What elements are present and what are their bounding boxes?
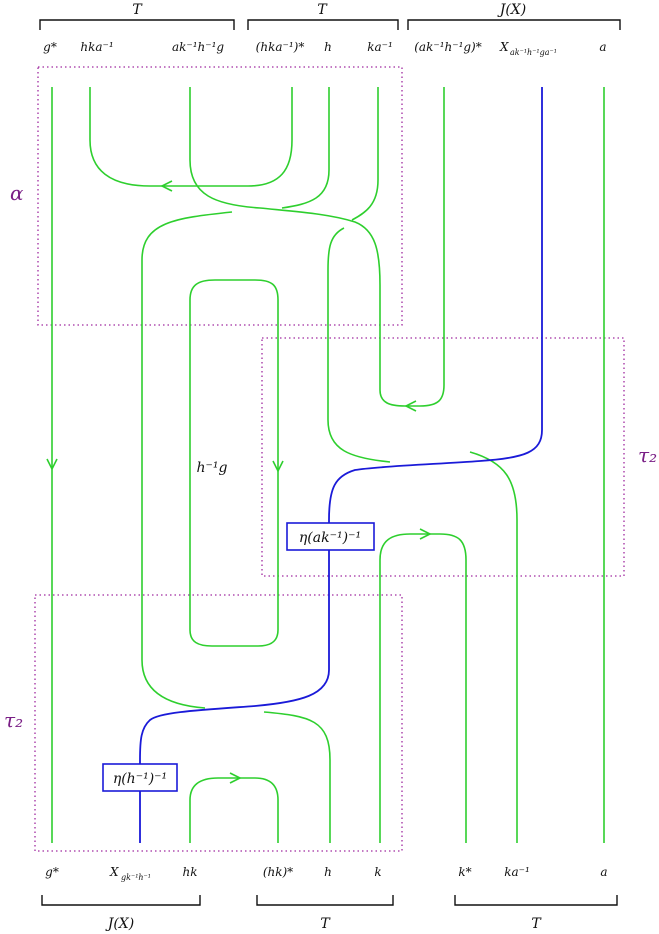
top-brace-t1 <box>39 19 235 30</box>
bottom-brace-label-t2: T <box>531 916 542 932</box>
arrow-alpha-cup <box>160 180 173 192</box>
region-label-tau2-right: τ₂ <box>638 443 657 467</box>
bottom-label-x-sub: gk⁻¹h⁻¹ <box>121 873 151 882</box>
wire-inner-loop <box>189 279 279 647</box>
wire-right-strand <box>327 227 391 463</box>
top-brace-label-t2: T <box>317 2 328 18</box>
bottom-brace-jx <box>41 895 201 906</box>
top-label-hka-inv: hka⁻¹ <box>80 40 113 54</box>
eta-box-top-rect <box>286 522 375 551</box>
top-label-h: h <box>324 40 332 54</box>
top-label-a: a <box>599 40 606 54</box>
eta-box-bottom: η(h⁻¹)⁻¹ <box>102 763 178 792</box>
alpha-frame <box>37 66 403 326</box>
top-label-g-star: g* <box>43 40 57 54</box>
green-wires <box>51 87 605 843</box>
top-brace-label-jx: J(X) <box>497 2 527 18</box>
bottom-label-a: a <box>600 865 607 879</box>
bottom-label-h: h <box>324 865 332 879</box>
top-label-hka-inv-star: (hka⁻¹)* <box>256 40 305 54</box>
middle-label-h-inv-g: h⁻¹g <box>197 460 228 476</box>
region-label-tau2-left: τ₂ <box>4 708 23 732</box>
bottom-label-ka-inv: ka⁻¹ <box>504 865 530 879</box>
top-label-ka-inv: ka⁻¹ <box>367 40 393 54</box>
bottom-labels: g* X gk⁻¹h⁻¹ hk (hk)* h k k* ka⁻¹ a <box>45 865 607 882</box>
bottom-brace-label-t1: T <box>320 916 331 932</box>
bottom-label-hk: hk <box>183 865 198 879</box>
bottom-label-x-main: X <box>109 865 119 879</box>
top-brace-t2 <box>247 19 399 30</box>
eta-box-top-label: η(ak⁻¹)⁻¹ <box>299 530 361 546</box>
wire-akhg-cross <box>189 87 445 407</box>
wire-lower-cross <box>263 711 331 843</box>
bottom-label-k-star: k* <box>458 865 471 879</box>
eta-box-bottom-label: η(h⁻¹)⁻¹ <box>113 771 167 787</box>
top-labels: g* hka⁻¹ ak⁻¹h⁻¹g (hka⁻¹)* h ka⁻¹ (ak⁻¹h… <box>43 40 606 57</box>
bottom-braces: J(X) T T <box>41 895 618 932</box>
tau2-left-frame <box>34 594 403 852</box>
wire-bottom-cap <box>189 777 279 843</box>
arrow-inner-loop-down <box>272 460 284 473</box>
eta-box-top: η(ak⁻¹)⁻¹ <box>286 522 375 551</box>
arrow-right-cap <box>419 528 432 540</box>
x-wire-upper <box>139 87 543 843</box>
top-braces: T T J(X) <box>39 2 621 30</box>
wire-cap-right <box>379 533 467 843</box>
bottom-label-hk-star: (hk)* <box>263 865 293 879</box>
wire-h-top <box>281 87 330 209</box>
bottom-label-k: k <box>374 865 381 879</box>
top-brace-jx <box>407 19 621 30</box>
tau2-right-frame <box>261 337 625 577</box>
eta-box-bottom-rect <box>102 763 178 792</box>
arrow-g-star-down <box>46 458 58 471</box>
wire-ka-bottom <box>469 451 518 843</box>
bottom-label-g-star: g* <box>45 865 59 879</box>
x-wires <box>139 87 543 843</box>
wire-ka-top <box>351 87 379 221</box>
top-label-x-main: X <box>499 40 509 54</box>
wire-left-strand <box>141 211 233 709</box>
arrow-bottom-cap <box>229 772 242 784</box>
arrow-right-cup <box>404 400 417 412</box>
wire-cup-alpha <box>89 87 293 187</box>
region-label-alpha: α <box>10 181 24 205</box>
arrows <box>46 180 432 784</box>
top-label-ak-inv-h-inv-g-star: (ak⁻¹h⁻¹g)* <box>414 40 482 54</box>
top-label-x-sub: ak⁻¹h⁻¹ga⁻¹ <box>510 48 557 57</box>
bottom-brace-label-jx: J(X) <box>105 916 135 932</box>
bottom-brace-t2 <box>454 895 618 906</box>
top-brace-label-t1: T <box>132 2 143 18</box>
top-label-ak-inv-h-inv-g: ak⁻¹h⁻¹g <box>172 40 224 54</box>
bottom-brace-t1 <box>256 895 394 906</box>
